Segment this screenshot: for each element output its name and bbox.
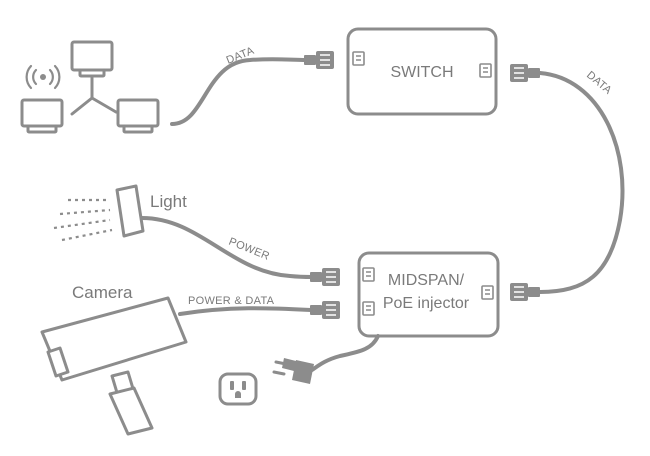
computer-network-icon (20, 40, 160, 134)
rj45-plug-icon (310, 268, 340, 286)
light-label: Light (150, 192, 187, 211)
power-cord (310, 334, 380, 372)
light-icon (53, 184, 145, 242)
data-cable-network (170, 57, 308, 126)
wifi-icon (25, 64, 61, 90)
label-data-right: DATA (584, 69, 614, 97)
midspan-box: MIDSPAN/ PoE injector (357, 251, 500, 338)
power-plug-icon (272, 358, 314, 384)
power-cable (140, 216, 314, 279)
rj45-plug-icon (510, 283, 540, 301)
rj45-plug-icon (304, 51, 334, 69)
rj45-plug-icon (310, 301, 340, 319)
camera-label: Camera (72, 283, 133, 302)
label-power-and-data: POWER & DATA (188, 295, 275, 307)
rj45-plug-icon (510, 64, 540, 82)
data-cable-right (538, 71, 625, 294)
midspan-label-line2: PoE injector (383, 295, 470, 312)
switch-box: SWITCH (346, 27, 498, 116)
wall-outlet-icon (218, 372, 258, 406)
power-data-cable (178, 306, 314, 316)
switch-label: SWITCH (390, 64, 453, 81)
midspan-label-line1: MIDSPAN/ (388, 272, 465, 289)
camera-icon (40, 296, 188, 436)
